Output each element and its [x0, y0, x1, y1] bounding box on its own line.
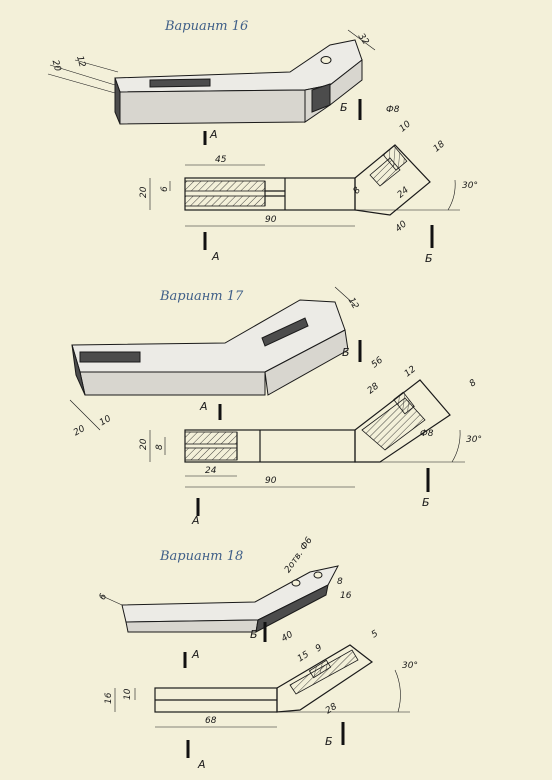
v17-dim-iso-c: 10 — [98, 414, 113, 429]
v16-dim-40: 40 — [394, 219, 409, 234]
v18-dim-10: 10 — [123, 688, 133, 700]
v16-angle: 30° — [462, 181, 478, 191]
v16-dim-iso-b: 12 — [74, 55, 87, 69]
v17-dim-8b: 8 — [468, 378, 479, 390]
v18-section-b-label-bottom: Б — [325, 735, 333, 748]
v16-dim-20: 20 — [139, 186, 149, 198]
variant-16-section-view — [184, 144, 431, 216]
v16-dim-phi8: Ф8 — [386, 105, 400, 115]
variant-18-title: Вариант 18 — [159, 549, 243, 564]
v18-dim-iso-a: 6 — [98, 592, 110, 602]
variant-18: Вариант 18 2отв. Ф6 6 8 16 Б А 16 10 68 — [98, 535, 418, 771]
v18-dim-16b: 16 — [104, 692, 114, 704]
v18-dim-40: 40 — [280, 630, 295, 645]
variant-18-isometric — [121, 565, 339, 633]
v17-section-a-label-bottom: А — [191, 514, 200, 527]
v18-dim-5: 5 — [370, 629, 380, 641]
v17-section-a-label-top: А — [199, 400, 208, 413]
v17-dim-28: 28 — [366, 381, 381, 396]
v17-angle: 30° — [466, 435, 482, 445]
variant-16-title: Вариант 16 — [164, 19, 248, 34]
v16-dim-90: 90 — [265, 215, 277, 225]
v17-section-b-label-top: Б — [342, 346, 350, 359]
v18-angle: 30° — [402, 661, 418, 671]
v17-dim-8: 8 — [155, 444, 165, 450]
v16-dim-45: 45 — [215, 155, 227, 165]
v16-dim-8: 8 — [352, 185, 364, 196]
v16-dim-iso-a: 20 — [50, 59, 63, 73]
v16-dim-18: 18 — [432, 139, 447, 154]
v18-dim-28: 28 — [324, 702, 339, 717]
v17-dim-phi8: Ф8 — [420, 429, 434, 439]
v18-dim-iso-c: 16 — [340, 591, 352, 601]
v18-hole-note: 2отв. Ф6 — [283, 535, 315, 575]
v17-dim-90: 90 — [265, 476, 277, 486]
variant-17-section-view — [184, 379, 451, 463]
v18-section-a-label-top: А — [191, 648, 200, 661]
v16-section-a-label-bottom: А — [211, 250, 220, 263]
v18-dim-68: 68 — [205, 716, 217, 726]
v17-dim-20: 20 — [139, 438, 149, 450]
v17-section-b-label-bottom: Б — [422, 496, 430, 509]
v18-section-b-label-top: Б — [250, 628, 258, 641]
v16-dim-10: 10 — [398, 119, 413, 134]
v18-section-a-label-bottom: А — [197, 758, 206, 771]
v16-dim-24: 24 — [396, 185, 411, 200]
v16-dim-6: 6 — [160, 186, 170, 192]
v18-dim-iso-b: 8 — [337, 577, 343, 587]
v16-section-b-label-top: Б — [340, 101, 348, 114]
v17-dim-iso-b: 20 — [72, 424, 87, 439]
variant-17-isometric — [71, 299, 349, 396]
variant-17: Вариант 17 12 20 10 Б А 20 — [69, 286, 482, 527]
variant-16: Вариант 16 20 12 32 А Б — [47, 19, 478, 265]
variant-18-section-view — [154, 644, 374, 713]
variant-17-title: Вариант 17 — [159, 289, 244, 304]
v18-dim-9: 9 — [314, 643, 324, 655]
v16-section-b-label-bottom: Б — [425, 252, 433, 265]
v17-dim-24: 24 — [205, 466, 217, 476]
variant-16-isometric — [114, 39, 363, 125]
v16-section-a-label-top: А — [209, 128, 218, 141]
v17-dim-56: 56 — [370, 355, 385, 370]
v17-dim-12: 12 — [403, 364, 418, 379]
v18-dim-15: 15 — [296, 650, 311, 665]
